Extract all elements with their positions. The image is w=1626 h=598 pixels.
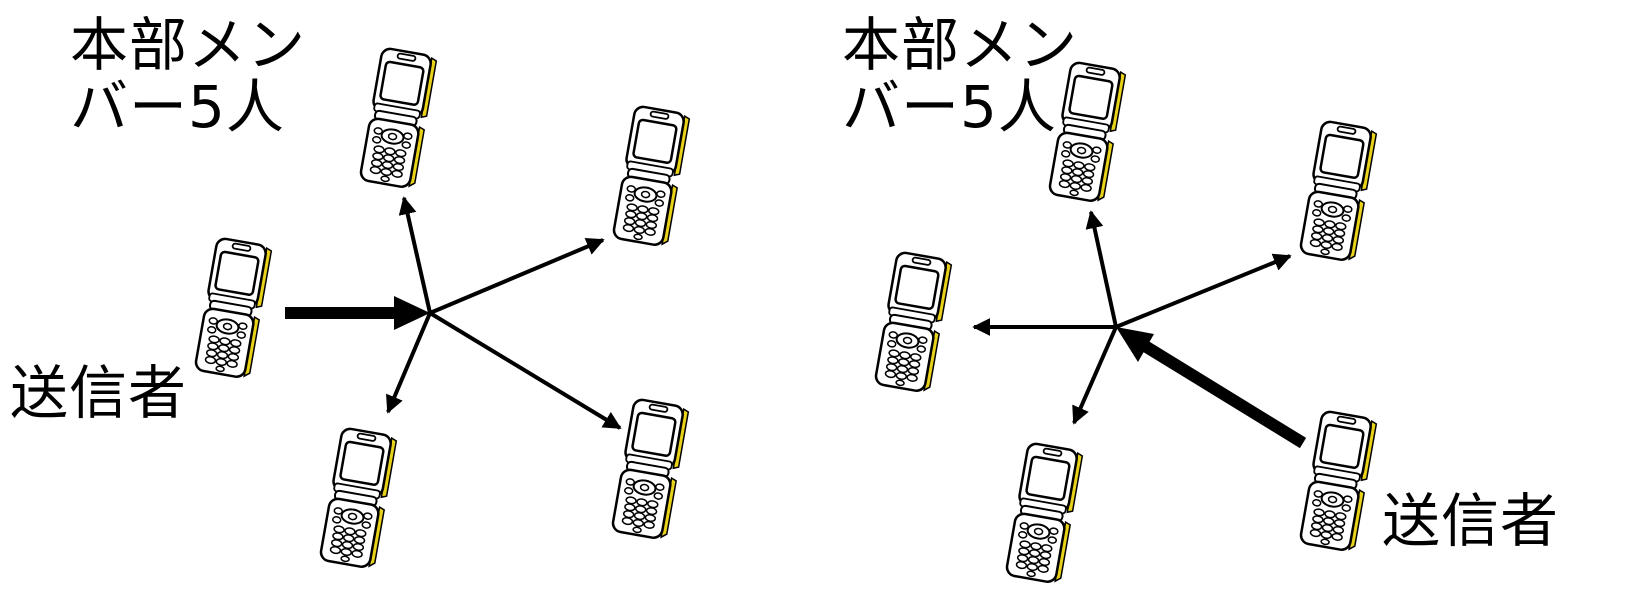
incoming-arrowhead: [394, 296, 430, 330]
phone-icon: [610, 397, 691, 542]
phone-icon: [873, 250, 954, 395]
sender-label: 送信者: [1382, 487, 1560, 555]
members-label: 本部メン バー5人: [842, 11, 1079, 141]
phone-icon: [1004, 441, 1085, 586]
outgoing-arrow: [386, 312, 432, 414]
phone-icon: [1298, 119, 1379, 264]
outgoing-arrow: [428, 311, 622, 430]
phone-icon: [611, 104, 692, 249]
incoming-arrowhead: [1116, 327, 1154, 362]
phone-icon: [193, 236, 274, 381]
panel-right: [873, 60, 1379, 586]
panel-left: [193, 46, 692, 571]
outgoing-arrow: [1072, 326, 1118, 425]
members-label: 本部メン バー5人: [70, 11, 307, 141]
sender-label: 送信者: [10, 359, 188, 427]
phone-icon: [318, 426, 399, 571]
phone-icon: [358, 46, 439, 191]
phone-icon: [1298, 409, 1379, 554]
outgoing-arrow: [1115, 253, 1292, 329]
outgoing-arrow: [1085, 210, 1118, 328]
outgoing-arrow: [429, 238, 605, 315]
incoming-arrow: [1141, 340, 1307, 449]
outgoing-arrow: [398, 196, 432, 314]
